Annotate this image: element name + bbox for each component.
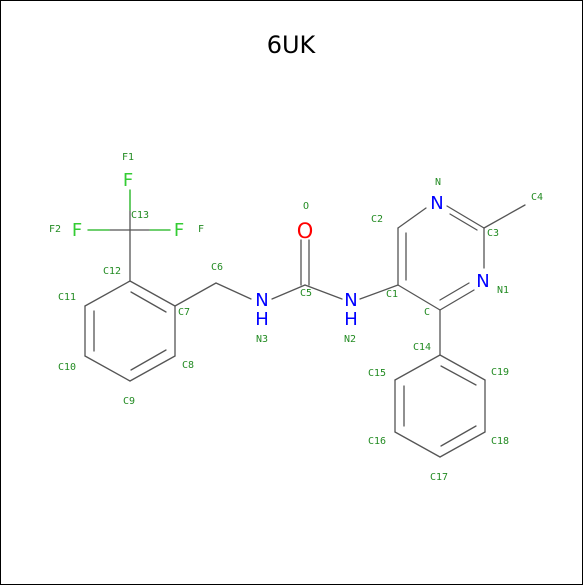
label-f2: F2 bbox=[49, 224, 61, 235]
bond-c-c1 bbox=[397, 284, 441, 311]
bond-c8-c9 bbox=[129, 355, 176, 382]
label-c4: C4 bbox=[531, 192, 543, 203]
diagram-title: 6UK bbox=[267, 31, 317, 59]
fluorine-atom-f2: F bbox=[72, 220, 82, 241]
bond-n2-c5 bbox=[304, 284, 343, 300]
bond-c2-n bbox=[397, 207, 427, 229]
label-c1: C1 bbox=[386, 289, 398, 300]
hydrogen-atom-n2: H bbox=[344, 309, 358, 330]
bond-c17-c18 bbox=[439, 431, 486, 458]
nitrogen-atom-n1: N bbox=[476, 271, 489, 292]
label-c16: C16 bbox=[368, 436, 386, 447]
bond-c19-c14 bbox=[439, 354, 486, 381]
nitrogen-atom-n3: N bbox=[255, 290, 268, 311]
bond-n3-c6 bbox=[215, 282, 252, 300]
label-c5: C5 bbox=[300, 288, 312, 299]
label-c19: C19 bbox=[491, 367, 509, 378]
bond-c12-c7 bbox=[129, 280, 176, 307]
bond-c6-c7 bbox=[174, 282, 217, 307]
label-c6: C6 bbox=[211, 262, 223, 273]
bond-n1-c bbox=[439, 289, 475, 311]
bond-c1-n2 bbox=[359, 284, 399, 300]
bond-c11-c12 bbox=[84, 280, 131, 307]
label-c10: C10 bbox=[58, 362, 76, 373]
nitrogen-atom-ring-top: N bbox=[430, 193, 443, 214]
bond-c16-c17 bbox=[394, 431, 441, 458]
label-c9: C9 bbox=[123, 396, 135, 407]
nitrogen-atom-n2: N bbox=[344, 290, 357, 311]
label-c: C bbox=[424, 307, 430, 318]
bond-c8-c9-inner bbox=[130, 349, 167, 371]
label-c11: C11 bbox=[58, 292, 76, 303]
label-c3: C3 bbox=[487, 228, 499, 239]
label-o: O bbox=[303, 201, 309, 212]
label-f1: F1 bbox=[122, 152, 134, 163]
bond-c3-c4 bbox=[483, 204, 526, 229]
oxygen-atom: O bbox=[297, 219, 314, 243]
hydrogen-atom-n3: H bbox=[255, 309, 269, 330]
bond-c12-c7-inner bbox=[130, 291, 167, 313]
label-c17: C17 bbox=[430, 472, 448, 483]
label-n2: N2 bbox=[344, 334, 356, 345]
bond-c9-c10 bbox=[84, 355, 131, 382]
bond-n-c3-double bbox=[449, 213, 478, 231]
label-c14: C14 bbox=[413, 342, 431, 353]
bond-c14-c15 bbox=[394, 354, 441, 381]
bond-c17-c18-inner bbox=[440, 425, 477, 447]
label-c7: C7 bbox=[178, 307, 190, 318]
label-n1: N1 bbox=[497, 285, 509, 296]
label-n: N bbox=[435, 177, 441, 188]
bond-c19-c14-inner bbox=[440, 365, 477, 386]
label-f3: F bbox=[198, 224, 204, 235]
label-c15: C15 bbox=[368, 368, 386, 379]
label-c13: C13 bbox=[131, 210, 149, 221]
bond-c5-n3 bbox=[271, 284, 306, 300]
label-c12: C12 bbox=[103, 266, 121, 277]
bond-n1-c-double bbox=[439, 282, 470, 301]
fluorine-atom-f1: F bbox=[123, 170, 133, 191]
fluorine-atom-f3: F bbox=[174, 220, 184, 241]
label-c18: C18 bbox=[491, 436, 509, 447]
bond-n-c3 bbox=[446, 205, 485, 229]
label-c8: C8 bbox=[182, 360, 194, 371]
label-c2: C2 bbox=[371, 214, 383, 225]
label-n3: N3 bbox=[256, 334, 268, 345]
